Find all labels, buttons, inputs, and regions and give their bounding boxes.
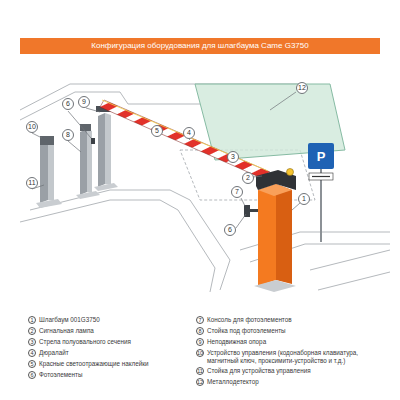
item-number: 12 (196, 378, 204, 386)
item-description: Дюралайт (39, 349, 69, 357)
callout-number: 2 (242, 172, 254, 184)
item-description: Стрела полуовального сечения (39, 338, 131, 346)
item-description: Металлодетектор (207, 378, 259, 386)
callout-number: 6 (224, 224, 236, 236)
barrier-boom (100, 100, 270, 180)
item-number: 2 (28, 327, 36, 335)
callout-text: 8 (66, 131, 70, 138)
legend-item: 12Металлодетектор (196, 378, 376, 386)
callout-text: 9 (82, 98, 86, 105)
item-number: 7 (196, 316, 204, 324)
barrier-cabinet (254, 169, 296, 293)
legend-item: 10Устройство управления (кодонаборная кл… (196, 349, 376, 364)
duralight (102, 100, 268, 171)
callout-text: 2 (246, 174, 250, 181)
item-description: Устройство управления (кодонаборная клав… (207, 349, 376, 364)
item-description: Шлагбаум 001G3750 (39, 316, 100, 324)
title-band: Конфигурация оборудования для шлагбаума … (20, 38, 380, 54)
callout-text: 11 (28, 179, 35, 186)
item-description: Сигнальная лампа (39, 327, 94, 335)
legend-item: 9Неподвижная опора (196, 338, 376, 346)
item-number: 8 (196, 327, 204, 335)
callout-text: 7 (235, 188, 239, 195)
item-description: Красные светоотражающие наклейки (39, 360, 149, 368)
item-number: 9 (196, 338, 204, 346)
control-post (36, 136, 62, 208)
item-number: 4 (28, 349, 36, 357)
callout-number: 6 (62, 98, 74, 110)
item-description: Фотоэлементы (39, 371, 82, 379)
callout-text: 6 (228, 226, 232, 233)
item-description: Неподвижная опора (207, 338, 266, 346)
callout-number: 11 (26, 177, 38, 189)
road-outline (20, 84, 390, 292)
callout-number: 4 (183, 127, 195, 139)
legend-item: 8Стойка под фотоэлементы (196, 327, 376, 335)
item-number: 1 (28, 316, 36, 324)
callout-text: 10 (28, 123, 36, 130)
callout-number: 1 (298, 193, 310, 205)
callout-text: 12 (298, 84, 306, 91)
item-number: 11 (196, 367, 204, 375)
callout-text: 3 (231, 153, 235, 160)
signal-lamp (287, 169, 294, 176)
item-number: 10 (196, 349, 204, 357)
item-number: 3 (28, 338, 36, 346)
callout-text: 4 (187, 129, 191, 136)
legend-item: 4Дюралайт (28, 349, 188, 357)
callout-text: 6 (66, 100, 70, 107)
legend-item: 7Консоль для фотоэлементов (196, 316, 376, 324)
item-description: Стойка для устройства управления (207, 367, 311, 375)
callout-number: 3 (227, 151, 239, 163)
leader-line (32, 92, 300, 228)
photocell (91, 138, 95, 144)
legend-item: 2Сигнальная лампа (28, 327, 188, 335)
item-description: Консоль для фотоэлементов (207, 316, 292, 324)
legend-item: 3Стрела полуовального сечения (28, 338, 188, 346)
callout-number: 9 (78, 96, 90, 108)
callout-number: 5 (151, 125, 163, 137)
callout-text: 5 (155, 127, 159, 134)
callout-text: 1 (302, 195, 306, 202)
item-description: Стойка под фотоэлементы (207, 327, 286, 335)
item-number: 5 (28, 360, 36, 368)
legend-item: 5Красные светоотражающие наклейки (28, 360, 188, 368)
callout-number: 10 (26, 121, 38, 133)
item-number: 6 (28, 371, 36, 379)
fixed-support (94, 106, 118, 191)
callout-number: 8 (62, 129, 74, 141)
legend-item: 1Шлагбаум 001G3750 (28, 316, 188, 324)
callout-number: 12 (296, 82, 308, 94)
parking-sign (308, 143, 334, 242)
photocell-console (244, 205, 258, 217)
legend-item: 6Фотоэлементы (28, 371, 188, 379)
parking-letter: P (317, 149, 326, 164)
legend-item: 11Стойка для устройства управления (196, 367, 376, 375)
callout-number: 7 (231, 186, 243, 198)
